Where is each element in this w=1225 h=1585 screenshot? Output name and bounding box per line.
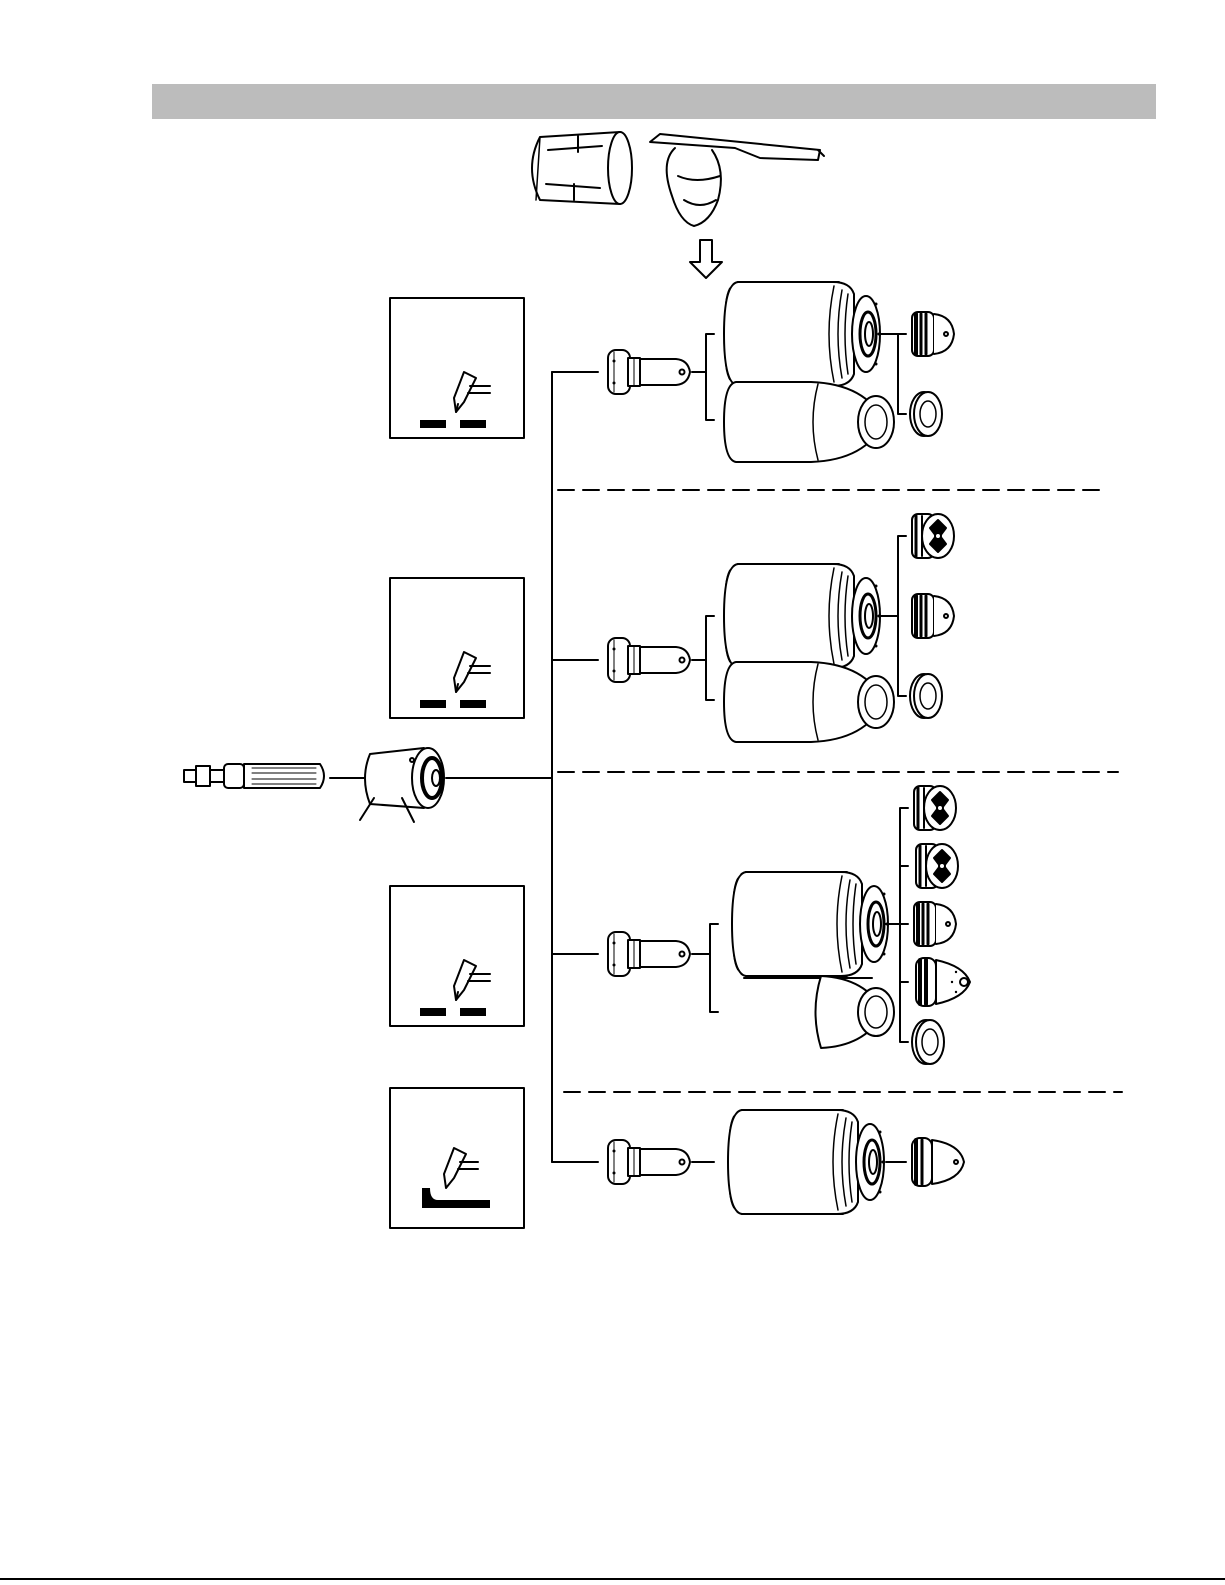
branch-1 xyxy=(608,282,954,462)
branch-2 xyxy=(608,514,954,742)
torch-body-icon xyxy=(184,764,324,788)
cutting-mode-icon xyxy=(390,886,524,1026)
branch-3 xyxy=(608,786,970,1064)
gouging-mode-icon xyxy=(390,1088,524,1228)
cutting-mode-icon xyxy=(390,578,524,718)
down-arrow-icon xyxy=(690,240,722,278)
shield-removal-tool-icon xyxy=(532,132,632,204)
branch-4 xyxy=(608,1110,964,1214)
swirl-ring-icon xyxy=(360,748,444,822)
footer-rule xyxy=(0,1578,1225,1580)
cutting-mode-icon xyxy=(390,298,524,438)
torch-wrench-tool-icon xyxy=(650,134,824,226)
